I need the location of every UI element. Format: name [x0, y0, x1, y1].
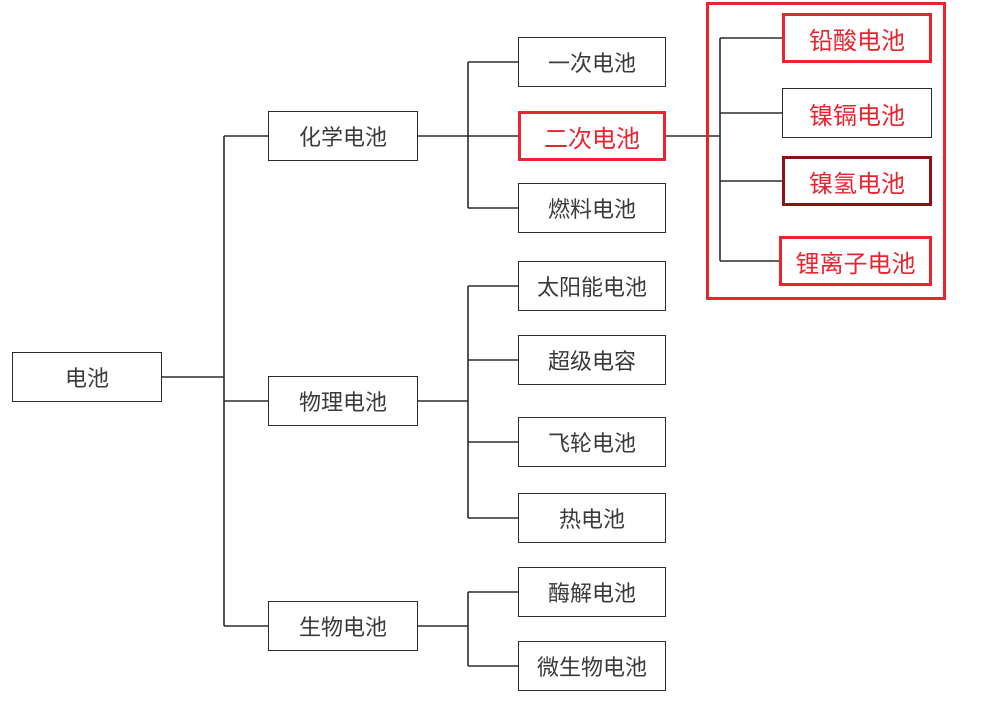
node-enzymatic-battery: 酶解电池 — [518, 567, 666, 617]
secondary-battery-group-highlight — [706, 2, 946, 300]
node-fuel-cell: 燃料电池 — [518, 183, 666, 233]
node-flywheel-battery: 飞轮电池 — [518, 417, 666, 467]
node-solar-cell: 太阳能电池 — [518, 261, 666, 311]
node-nickel-metal-hydride-battery: 镍氢电池 — [782, 156, 932, 206]
node-nickel-cadmium-battery: 镍镉电池 — [782, 88, 932, 138]
node-primary-battery: 一次电池 — [518, 37, 666, 87]
node-lithium-ion-battery: 锂离子电池 — [779, 236, 932, 286]
node-microbial-battery: 微生物电池 — [518, 641, 666, 691]
node-chemical-battery: 化学电池 — [268, 111, 418, 161]
node-lead-acid-battery: 铅酸电池 — [782, 13, 932, 63]
node-thermal-battery: 热电池 — [518, 493, 666, 543]
node-secondary-battery: 二次电池 — [518, 111, 666, 161]
node-physical-battery: 物理电池 — [268, 376, 418, 426]
node-biological-battery: 生物电池 — [268, 601, 418, 651]
node-supercapacitor: 超级电容 — [518, 335, 666, 385]
node-battery: 电池 — [12, 352, 162, 402]
